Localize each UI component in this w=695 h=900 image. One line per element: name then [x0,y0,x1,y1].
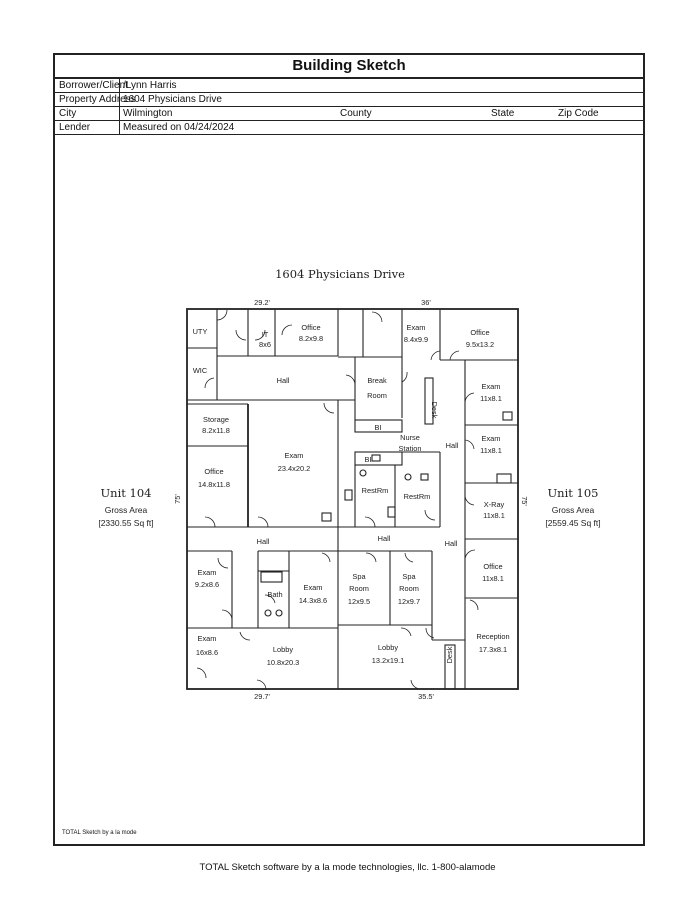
room-office-r-dim: 11x8.1 [482,574,504,583]
building-sketch-form: Building Sketch Borrower/Client /Lynn Ha… [53,53,645,846]
room-office-tr-dim: 9.5x13.2 [466,340,494,349]
unit-104-area-label: Gross Area [105,505,148,515]
software-credit: TOTAL Sketch software by a la mode techn… [199,862,496,873]
room-wic: WIC [193,366,208,375]
city-row: City Wilmington County State Zip Code [55,107,643,121]
room-xray-dim: 11x8.1 [483,511,505,520]
room-hall-right: Hall [446,441,459,450]
address-label: Property Address [59,94,136,105]
sketch-credit: TOTAL Sketch by a la mode [62,830,137,836]
borrower-value: /Lynn Harris [123,80,177,91]
room-bi2: BI [365,455,372,464]
room-nurse2: Station [398,444,421,453]
lender-label: Lender [59,122,91,133]
room-spa1b: Room [349,584,369,593]
room-desk-bottom: Desk [445,646,454,663]
state-label: State [491,108,515,119]
room-exam-l1: Exam [198,568,217,577]
room-break: Break [367,376,387,385]
room-exam-mid: Exam [304,583,323,592]
room-hall-top: Hall [277,376,290,385]
room-restrm1: RestRm [362,486,389,495]
city-label: City [59,108,77,119]
room-exam-r1: Exam [482,382,501,391]
room-nurse: Nurse [400,433,420,442]
room-lobby-l-dim: 10.8x20.3 [267,658,299,667]
room-break2: Room [367,391,387,400]
dim-right-side: 75' [520,496,529,506]
unit-105-name: Unit 105 [547,486,598,500]
room-lobby-r-dim: 13.2x19.1 [372,656,404,665]
room-storage-dim: 8.2x11.8 [202,426,230,435]
room-office1-dim: 8.2x9.8 [299,334,323,343]
unit-105-area-value: [2559.45 Sq ft] [545,518,600,528]
room-exam-mid-dim: 14.3x8.6 [299,596,327,605]
borrower-row: Borrower/Client /Lynn Harris [55,79,643,93]
room-storage: Storage [203,415,229,424]
room-exam-big: Exam [285,451,304,460]
address-value: 1604 Physicians Drive [123,94,222,105]
zip-label: Zip Code [558,108,599,119]
room-office1: Office [301,323,320,332]
unit-105-area-label: Gross Area [552,505,595,515]
city-value: Wilmington [123,108,173,119]
dim-left-side: 75' [173,494,182,504]
room-uty: UTY [193,327,208,336]
room-office-l-dim: 14.8x11.8 [198,480,230,489]
room-reception: Reception [476,632,509,641]
room-spa2: Spa [402,572,416,581]
room-spa2-dim: 12x9.7 [398,597,420,606]
exterior-wall [186,308,519,690]
room-xray: X-Ray [484,500,505,509]
room-reception-dim: 17.3x8.1 [479,645,507,654]
room-exam-r1-dim: 11x8.1 [480,394,502,403]
unit-104-area-value: [2330.55 Sq ft] [98,518,153,528]
room-exam-top-dim: 8.4x9.9 [404,335,428,344]
room-spa2b: Room [399,584,419,593]
room-it: IT [262,330,269,339]
dim-top-right: 36' [421,298,431,307]
room-bath: Bath [267,590,282,599]
room-spa1: Spa [352,572,366,581]
room-restrm2: RestRm [404,492,431,501]
plan-title: 1604 Physicians Drive [275,267,405,281]
room-office-l: Office [204,467,223,476]
lender-row: Lender Measured on 04/24/2024 [55,121,643,135]
unit-104-name: Unit 104 [100,486,151,500]
room-it-dim: 8x6 [259,340,271,349]
room-lobby-r: Lobby [378,643,398,652]
dim-top-left: 29.2' [254,298,270,307]
address-row: Property Address 1604 Physicians Drive [55,93,643,107]
room-exam-l1-dim: 9.2x8.6 [195,580,219,589]
room-exam-l2: Exam [198,634,217,643]
room-exam-top: Exam [407,323,426,332]
room-desk-top: Desk [430,402,439,419]
room-hall-mid: Hall [378,534,391,543]
room-spa1-dim: 12x9.5 [348,597,370,606]
room-exam-r2: Exam [482,434,501,443]
room-lobby-l: Lobby [273,645,293,654]
room-exam-l2-dim: 16x8.6 [196,648,218,657]
room-bi1: BI [375,423,382,432]
room-hall-right2: Hall [445,539,458,548]
room-hall-left: Hall [257,537,270,546]
dim-bottom-right: 35.5' [418,692,434,701]
form-title: Building Sketch [55,55,643,79]
borrower-label: Borrower/Client [59,80,128,91]
county-label: County [340,108,372,119]
room-exam-big-dim: 23.4x20.2 [278,464,310,473]
lender-value: Measured on 04/24/2024 [123,122,235,133]
dim-bottom-left: 29.7' [254,692,270,701]
room-exam-r2-dim: 11x8.1 [480,446,502,455]
room-office-r: Office [483,562,502,571]
room-office-tr: Office [470,328,489,337]
